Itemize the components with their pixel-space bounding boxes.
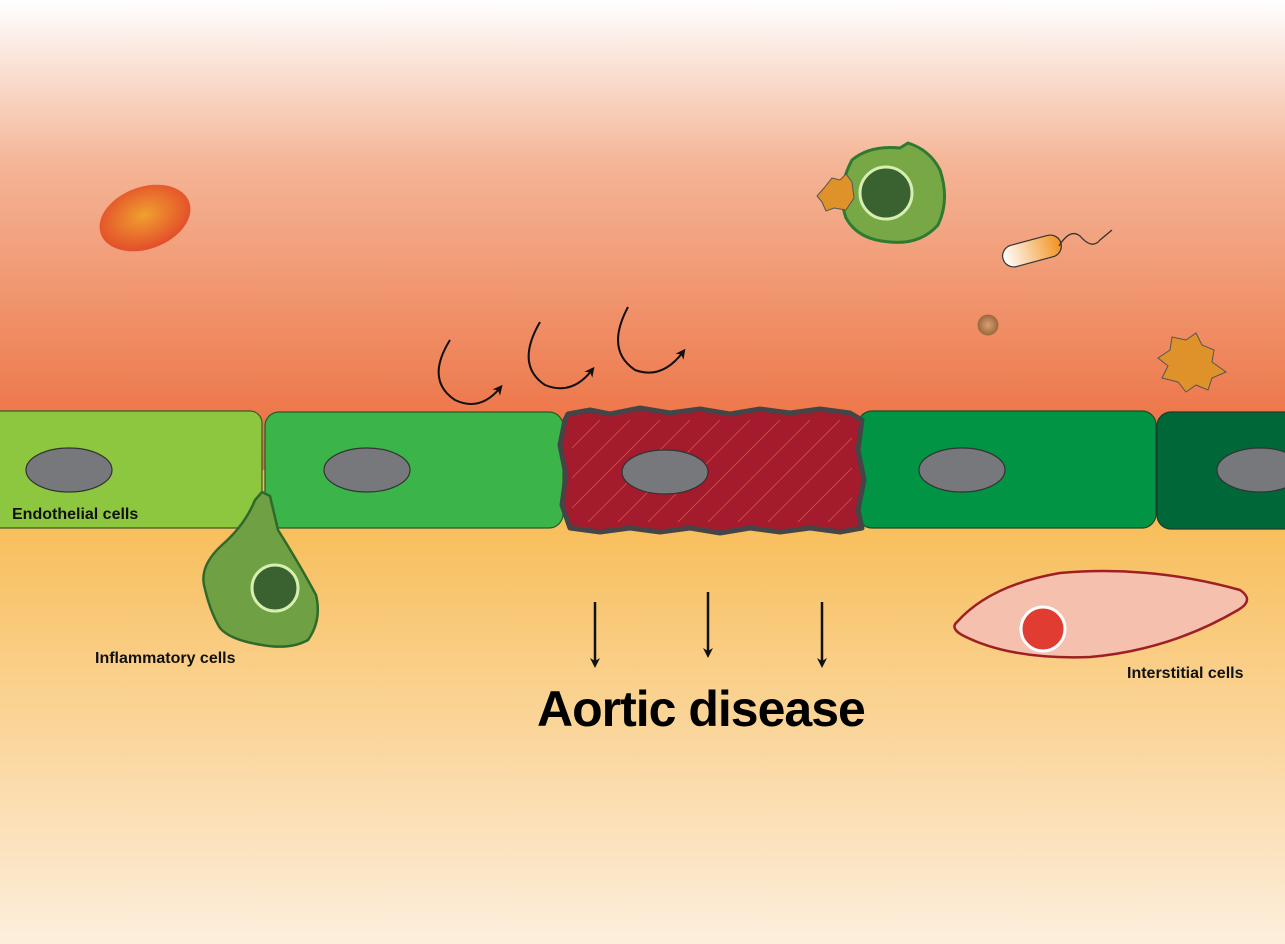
lipid-particle [977, 314, 999, 336]
interstitial-cells-label: Interstitial cells [1127, 665, 1244, 682]
endothelial-cell [264, 411, 564, 529]
diseased-endothelial-cell [557, 405, 867, 536]
nucleus [1216, 447, 1285, 493]
aortic-disease-title: Aortic disease [537, 681, 866, 737]
nucleus [25, 447, 113, 493]
platelet [1157, 332, 1228, 393]
endothelial-cells-label: Endothelial cells [12, 506, 139, 523]
inflammatory-cells-label: Inflammatory cells [95, 650, 236, 667]
inflammatory-cell [202, 490, 319, 648]
nucleus [323, 447, 411, 493]
monocyte [840, 141, 946, 244]
curved-arrow-icon [437, 339, 503, 405]
bacterium [1002, 229, 1113, 268]
tissue-background [0, 470, 1285, 944]
nucleus [621, 449, 709, 495]
platelet [816, 173, 855, 212]
lumen-background [0, 0, 1285, 470]
red-blood-cell [99, 184, 191, 252]
endothelial-cell [857, 410, 1157, 529]
endothelial-cell [0, 410, 263, 529]
curved-arrow-icon [527, 321, 595, 390]
interstitial-cell [953, 569, 1249, 659]
nucleus [918, 447, 1006, 493]
curved-arrow-icon [617, 306, 686, 374]
